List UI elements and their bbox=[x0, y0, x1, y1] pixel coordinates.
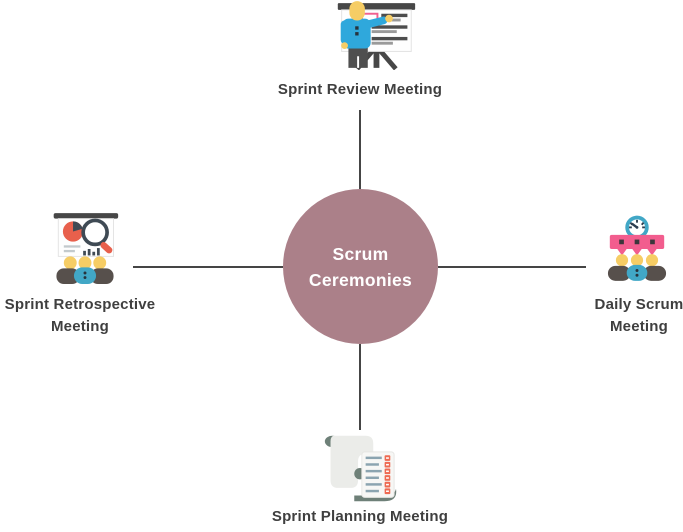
node-label-sprint-review: Sprint Review Meeting bbox=[277, 81, 443, 98]
scroll-checklist-icon bbox=[324, 435, 397, 502]
node-label-sprint-retrospective: Sprint Retrospective Meeting bbox=[4, 296, 156, 335]
team-chart-magnifier-icon bbox=[53, 213, 119, 284]
node-label-sprint-planning: Sprint Planning Meeting bbox=[271, 508, 449, 525]
node-label-daily-scrum: Daily Scrum Meeting bbox=[594, 296, 683, 335]
connector-right bbox=[438, 266, 586, 268]
center-node: Scrum Ceremonies bbox=[283, 189, 438, 344]
connector-left bbox=[133, 266, 283, 268]
connector-top bbox=[359, 110, 361, 189]
connector-bottom bbox=[359, 344, 361, 430]
center-label: Scrum Ceremonies bbox=[308, 243, 413, 290]
presenter-easel-icon bbox=[337, 1, 416, 70]
team-timer-banner-icon bbox=[607, 215, 667, 281]
